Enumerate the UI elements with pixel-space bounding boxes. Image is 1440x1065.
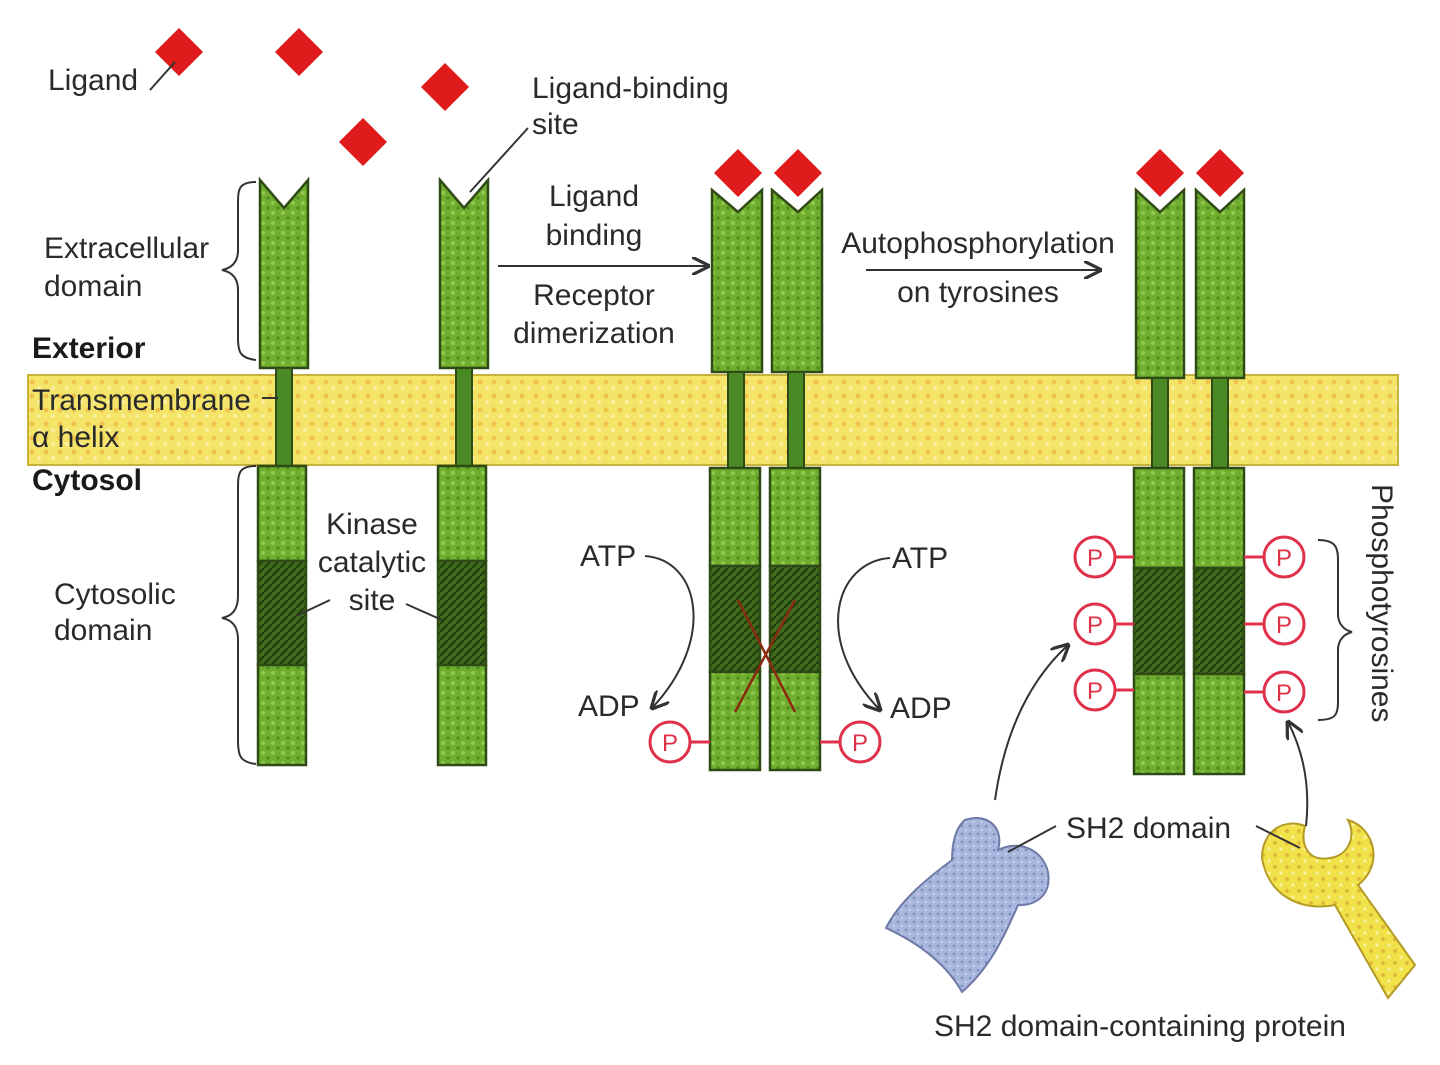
transmembrane-label: α helix <box>32 421 119 454</box>
phosphate-group-left: P <box>648 720 710 764</box>
sh2-protein-yellow <box>1260 818 1417 1000</box>
ligand-diamond <box>154 27 204 77</box>
bound-ligand <box>1195 148 1245 198</box>
atp-to-adp-arrow-right <box>837 557 891 710</box>
sh2-leader-left <box>1007 825 1057 853</box>
svg-text:P: P <box>1276 680 1292 707</box>
bound-ligand <box>1135 148 1185 198</box>
ligand-leader <box>149 61 176 91</box>
phosphotyrosine-brace <box>1317 539 1353 721</box>
receptor-monomer-1 <box>256 176 310 767</box>
cytosol-label: Cytosol <box>32 464 142 497</box>
sh2-protein-blue <box>884 817 1050 994</box>
atp-label-right: ATP <box>892 542 948 575</box>
svg-text:P: P <box>1087 612 1103 639</box>
ligand-diamond <box>338 117 388 167</box>
transmembrane-label: Transmembrane <box>32 384 251 417</box>
phosphotyrosine-group: P P P P P P <box>1073 535 1306 714</box>
ligand-binding-site-label: site <box>532 108 579 141</box>
extracellular-domain-label: domain <box>44 270 142 303</box>
ligand-diamond <box>420 62 470 112</box>
binding-site-leader <box>469 127 529 193</box>
receptor-dimerization-label: Receptor <box>533 279 655 312</box>
phosphate-group-right: P <box>820 720 882 764</box>
ligand-binding-step-label: Ligand <box>549 180 639 213</box>
svg-text:P: P <box>662 730 678 757</box>
svg-text:P: P <box>1276 612 1292 639</box>
sh2-domain-containing-protein-label: SH2 domain-containing protein <box>934 1010 1346 1043</box>
sh2-leader-right <box>1255 825 1301 849</box>
cytosolic-brace <box>221 465 257 765</box>
receptor-dimerization-label: dimerization <box>513 317 675 350</box>
bound-ligand <box>713 148 763 198</box>
sh2-binding-arrow-left <box>994 645 1068 801</box>
kinase-leader-left <box>295 599 331 617</box>
autophosphorylation-label: on tyrosines <box>897 276 1059 309</box>
cytosolic-domain-label: Cytosolic <box>54 578 176 611</box>
ligand-binding-step-label: binding <box>546 219 643 252</box>
atp-label-left: ATP <box>580 540 636 573</box>
svg-text:P: P <box>1276 545 1292 572</box>
kinase-catalytic-site-label: catalytic <box>318 546 426 579</box>
receptor-monomer-2 <box>436 176 490 767</box>
ligand-label: Ligand <box>48 64 138 97</box>
sh2-binding-arrow-right <box>1288 722 1309 827</box>
adp-label-right: ADP <box>890 692 952 725</box>
phosphorylated-dimer <box>1132 148 1246 776</box>
autophosphorylation-label: Autophosphorylation <box>841 227 1115 260</box>
extracellular-brace <box>221 181 257 361</box>
svg-text:P: P <box>852 730 868 757</box>
free-ligands <box>154 27 470 167</box>
ligand-diamond <box>274 27 324 77</box>
sh2-domain-label: SH2 domain <box>1066 812 1231 845</box>
ligand-binding-site-label: Ligand-binding <box>532 72 729 105</box>
kinase-leader-right <box>405 603 443 621</box>
extracellular-domain-label: Extracellular <box>44 232 209 265</box>
adp-label-left: ADP <box>578 690 640 723</box>
bound-ligand <box>773 148 823 198</box>
plasma-membrane <box>27 374 1399 466</box>
receptor-dimer <box>708 148 824 772</box>
kinase-catalytic-site-label: Kinase <box>326 508 418 541</box>
exterior-label: Exterior <box>32 332 146 365</box>
svg-text:P: P <box>1087 545 1103 572</box>
phosphotyrosines-label: Phosphotyrosines <box>1365 484 1398 722</box>
atp-to-adp-arrow-left <box>644 555 695 708</box>
kinase-catalytic-site-label: site <box>349 584 396 617</box>
cytosolic-domain-label: domain <box>54 614 152 647</box>
svg-text:P: P <box>1087 678 1103 705</box>
